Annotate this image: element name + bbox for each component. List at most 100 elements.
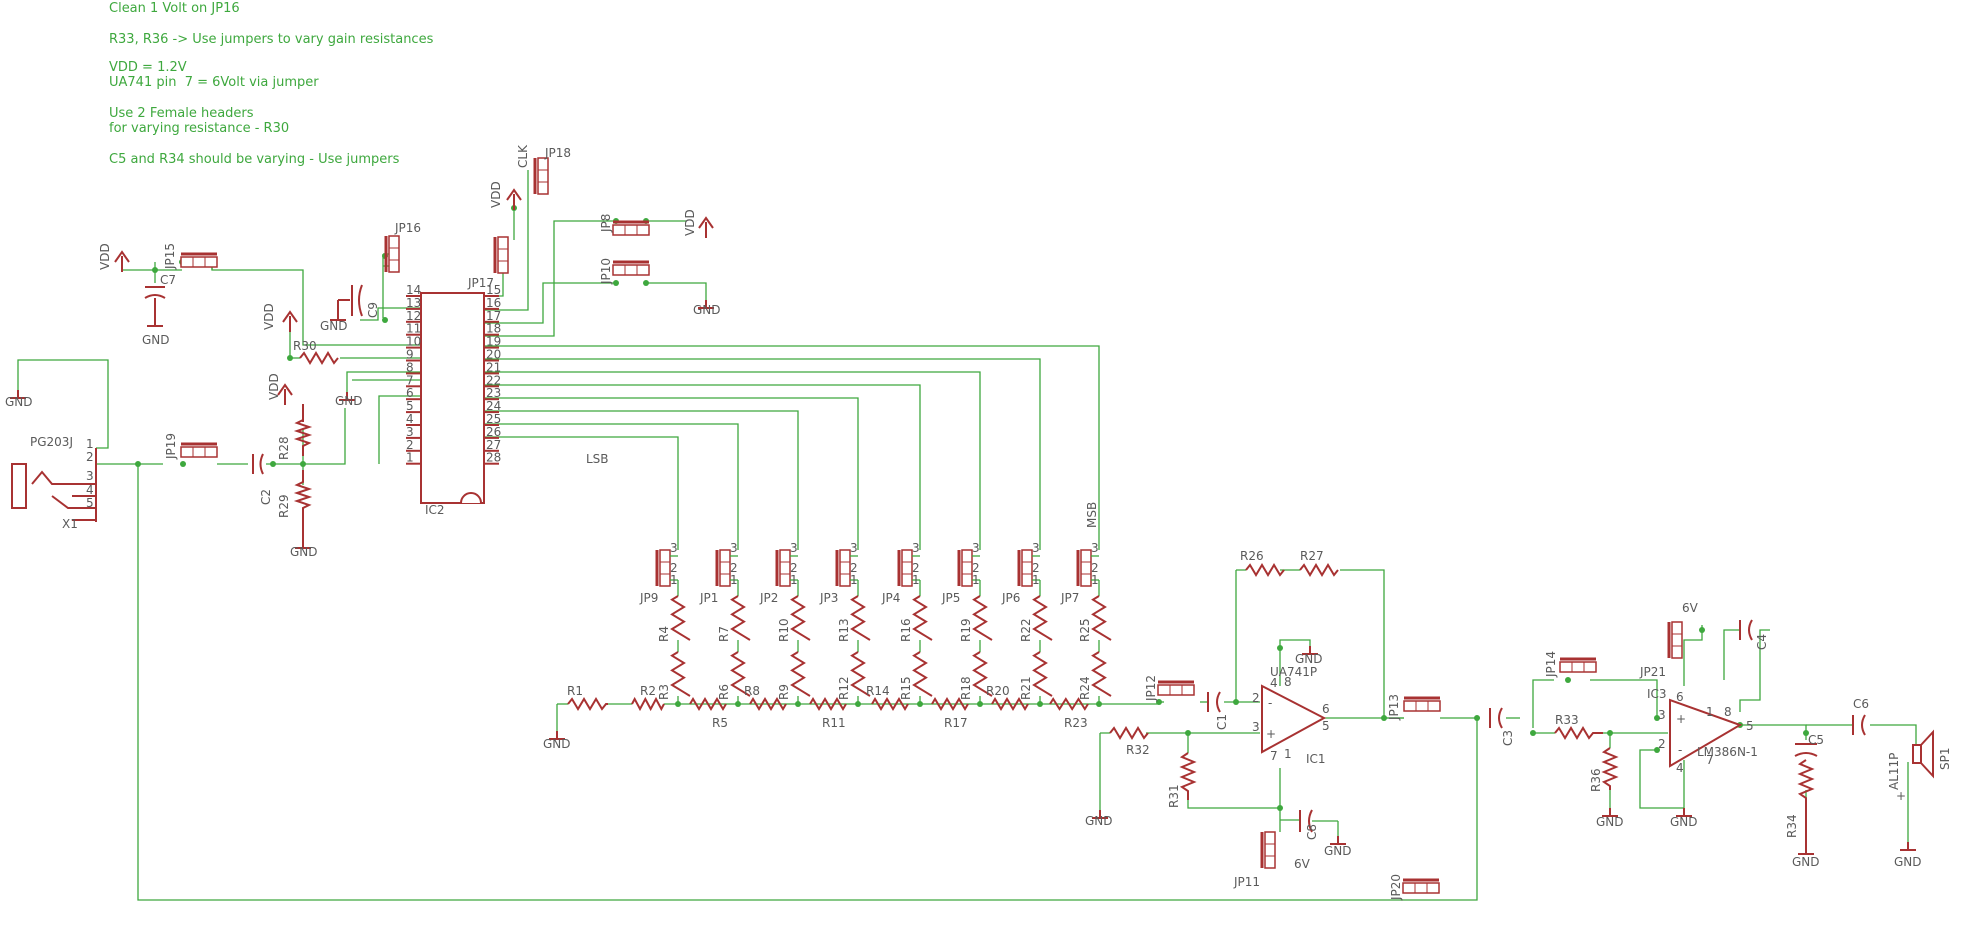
- bit-jp-pin-1: 1: [730, 573, 738, 587]
- ic1-pin-2: 2: [1252, 691, 1260, 705]
- ladder-top-label: R4: [657, 626, 671, 642]
- bit-jp-pin-3: 3: [790, 541, 798, 555]
- ladder-series-label: R5: [712, 716, 728, 730]
- ic2-pin-left: 5: [406, 399, 414, 413]
- ic3-pin-6: 6: [1676, 690, 1684, 704]
- ladder-bottom-label: R9: [777, 684, 791, 700]
- gnd-c9: GND: [320, 319, 348, 333]
- c7-jp15: VDD GND C7 JP15: [98, 243, 219, 347]
- jp17-label: JP17: [467, 276, 494, 290]
- ic1-pin-1: 1: [1284, 747, 1292, 761]
- ic3-pin-8: 8: [1724, 705, 1732, 719]
- ladder-bottom-label: R6: [717, 684, 731, 700]
- ic1-minus: -: [1268, 696, 1272, 710]
- r26-r27: R26 R27: [1240, 549, 1339, 577]
- bit-jumper-label: JP4: [881, 591, 900, 605]
- ladder-top-label: R10: [777, 618, 791, 642]
- ic2-pin-left: 8: [406, 360, 414, 374]
- r30-label: R30: [293, 339, 317, 353]
- lsb-msb-labels: LSB MSB: [586, 452, 1099, 528]
- ic2-pin-left: 11: [406, 322, 421, 336]
- jp10-label: JP10: [599, 258, 613, 285]
- ladder-top-label: R22: [1019, 618, 1033, 642]
- jp13-c3: JP13 C3: [1387, 694, 1515, 746]
- wires: [17, 170, 1917, 901]
- ic2-pin-left: 14: [406, 283, 421, 297]
- gnd-r1: GND: [543, 737, 571, 751]
- bit-jp-pin-3: 3: [730, 541, 738, 555]
- lm386-label: LM386N-1: [1697, 745, 1758, 759]
- ic1-pin-3: 3: [1252, 720, 1260, 734]
- ic1-pin-5: 5: [1322, 719, 1330, 733]
- bit-jp-pin-2: 2: [1091, 561, 1099, 575]
- ic2-pin-left: 7: [406, 373, 414, 387]
- msb-label: MSB: [1085, 502, 1099, 528]
- jp8-jp10: JP8 JP10 VDD GND: [599, 209, 721, 317]
- jack-pin-2: 2: [86, 450, 94, 464]
- al11p-label: AL11P: [1887, 753, 1901, 790]
- note-vdd: VDD = 1.2V UA741 pin 7 = 6Volt via jumpe…: [109, 60, 319, 90]
- bit-jp-pin-3: 3: [912, 541, 920, 555]
- c9-label: C9: [366, 302, 380, 318]
- note-gain-jumpers: R33, R36 -> Use jumpers to vary gain res…: [109, 32, 434, 47]
- gnd-r29: GND: [290, 545, 318, 559]
- jack-pin-4: 4: [86, 483, 94, 497]
- gnd-jp10: GND: [693, 303, 721, 317]
- bit-jp-pin-1: 1: [670, 573, 678, 587]
- gnd-ic3: GND: [1670, 815, 1698, 829]
- clk-label: CLK: [516, 144, 530, 168]
- gnd-r36: GND: [1596, 815, 1624, 829]
- ic3-plus: +: [1676, 712, 1686, 726]
- ic1-opamp: - + UA741P IC1 2 3 7 4 6 1 5 8 GND: [1252, 645, 1330, 766]
- ic3-pin-2: 2: [1658, 737, 1666, 751]
- jp19-jumper: JP19: [164, 433, 219, 460]
- ladder-series-label: R2: [640, 684, 656, 698]
- jp14-label: JP14: [1544, 651, 1558, 678]
- ic1-pin-4: 4: [1270, 676, 1278, 690]
- ic3-pin-4: 4: [1676, 761, 1684, 775]
- c3-label: C3: [1501, 730, 1515, 746]
- gnd-pin9: GND: [335, 394, 363, 408]
- jack-pin-5: 5: [86, 496, 94, 510]
- c2-capacitor: C2: [252, 453, 273, 505]
- ic2-pin-left: 12: [406, 309, 421, 323]
- ic2-pin-left: 3: [406, 425, 414, 439]
- ic1-pin-8: 8: [1284, 675, 1292, 689]
- ladder-series-label: R8: [744, 684, 760, 698]
- ic2-pin-left: 9: [406, 348, 414, 362]
- bit-jp-pin-1: 1: [850, 573, 858, 587]
- gnd-ic1: GND: [1295, 652, 1323, 666]
- six-v-jp11: 6V: [1294, 857, 1311, 871]
- r26-label: R26: [1240, 549, 1264, 563]
- ladder-bottom-label: R18: [959, 676, 973, 700]
- bit-jp-pin-2: 2: [790, 561, 798, 575]
- bit-jp-pin-2: 2: [730, 561, 738, 575]
- ladder-bottom-label: R15: [899, 676, 913, 700]
- jp21-label: JP21: [1639, 665, 1666, 679]
- ic2-pin-right: 27: [486, 438, 501, 452]
- bit-jp-pin-3: 3: [1032, 541, 1040, 555]
- gnd-sp1: GND: [1894, 855, 1922, 869]
- ic2-pin-right: 22: [486, 373, 501, 387]
- note-c5-r34: C5 and R34 should be varying - Use jumpe…: [109, 152, 400, 167]
- six-v-jp21: 6V: [1682, 601, 1699, 615]
- jack-pin-1: 1: [86, 437, 94, 451]
- pg203j-label: PG203J: [30, 435, 73, 449]
- ladder-top-label: R19: [959, 618, 973, 642]
- jp20-label: JP20: [1389, 874, 1403, 901]
- bit-jp-pin-2: 2: [972, 561, 980, 575]
- r36-label: R36: [1589, 768, 1603, 792]
- gnd-c8: GND: [1324, 844, 1352, 858]
- vdd-c7: VDD: [98, 243, 112, 270]
- input-jack-x1: PG203J X1 1 2 3 4 5 GND: [5, 389, 97, 531]
- r29-label: R29: [277, 494, 291, 518]
- bit-jp-pin-3: 3: [670, 541, 678, 555]
- sp1-label: SP1: [1938, 748, 1952, 771]
- lsb-label: LSB: [586, 452, 609, 466]
